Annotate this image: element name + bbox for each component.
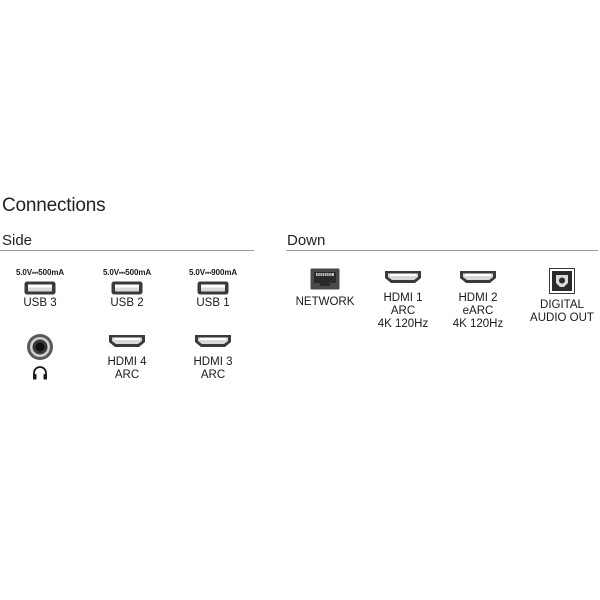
hdmi-port-icon <box>460 271 496 283</box>
section-title-down: Down <box>287 232 326 249</box>
port-network: NETWORK <box>280 268 370 309</box>
ethernet-port-icon <box>310 268 340 290</box>
optical-audio-port-icon <box>549 268 575 294</box>
port-spec: 5.0V⎓500mA <box>15 268 65 277</box>
headphones-icon <box>33 366 47 380</box>
port-usb3: 5.0V⎓500mA USB 3 <box>0 268 85 310</box>
port-hdmi1: HDMI 1 ARC 4K 120Hz <box>358 270 448 331</box>
port-label: 4K 120Hz <box>377 318 429 330</box>
port-label: 4K 120Hz <box>452 318 504 330</box>
port-usb1: 5.0V⎓900mA USB 1 <box>168 268 258 310</box>
port-usb2: 5.0V⎓500mA USB 2 <box>82 268 172 310</box>
page-title: Connections <box>2 195 106 216</box>
hdmi-port-icon <box>109 335 145 347</box>
port-label: eARC <box>462 305 494 317</box>
section-divider-side <box>0 250 254 251</box>
port-headphone <box>0 332 85 380</box>
port-label: USB 1 <box>196 297 230 309</box>
hdmi-port-icon <box>195 335 231 347</box>
port-label: USB 3 <box>23 297 57 309</box>
port-label: AUDIO OUT <box>530 312 594 324</box>
port-label: NETWORK <box>295 296 355 308</box>
port-hdmi3: HDMI 3 ARC <box>168 334 258 382</box>
port-hdmi2: HDMI 2 eARC 4K 120Hz <box>433 270 523 331</box>
port-label: DIGITAL <box>540 299 584 311</box>
port-label: ARC <box>200 369 226 381</box>
port-label: HDMI 3 <box>193 356 233 368</box>
port-spec: 5.0V⎓500mA <box>102 268 152 277</box>
usb-port-icon <box>111 281 143 295</box>
section-divider-down <box>286 250 598 251</box>
port-hdmi4: HDMI 4 ARC <box>82 334 172 382</box>
hdmi-port-icon <box>385 271 421 283</box>
port-label: HDMI 4 <box>107 356 147 368</box>
port-label: ARC <box>114 369 140 381</box>
port-label: HDMI 1 <box>383 292 423 304</box>
section-title-side: Side <box>2 232 33 249</box>
port-spec: 5.0V⎓900mA <box>188 268 238 277</box>
port-label: ARC <box>390 305 416 317</box>
usb-port-icon <box>24 281 56 295</box>
port-label: USB 2 <box>110 297 144 309</box>
headphone-jack-icon <box>27 334 53 360</box>
port-optical-audio: DIGITAL AUDIO OUT <box>517 268 600 325</box>
usb-port-icon <box>197 281 229 295</box>
port-label: HDMI 2 <box>458 292 498 304</box>
